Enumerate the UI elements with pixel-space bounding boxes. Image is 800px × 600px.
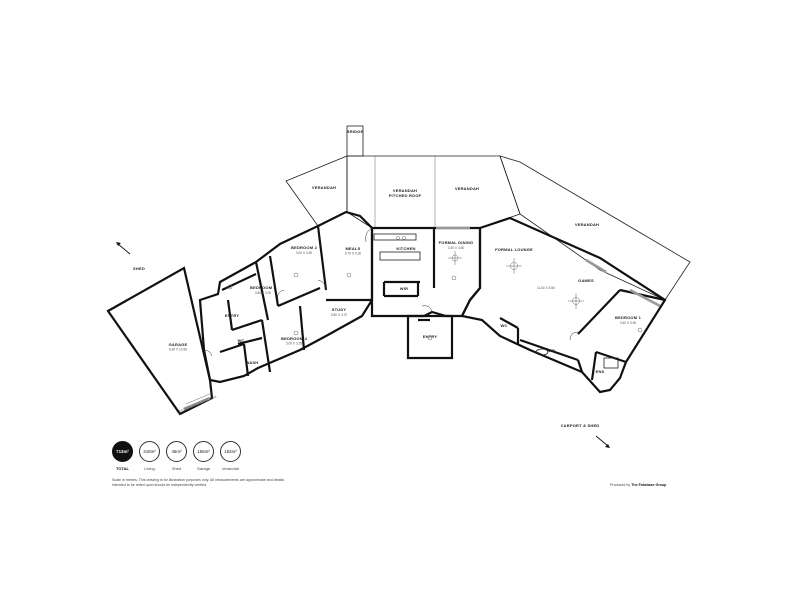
label-study: STUDY <box>332 307 347 312</box>
stat-verandah-value: 153m² <box>220 441 241 462</box>
dim-study: 3.80 X 3.70 <box>331 313 348 317</box>
label-bedroom-2: BEDROOM 2 <box>291 245 318 250</box>
dim-bedroom-2: 3.00 X 3.60 <box>296 251 313 255</box>
garage-walls <box>106 266 214 416</box>
dim-meals: 6.70 X 6.30 <box>345 252 362 256</box>
stat-living-label: Living <box>144 466 155 471</box>
stat-total: 713m² TOTAL <box>112 441 133 471</box>
dim-formal-lounge: 11.60 X 5.50 <box>537 286 555 290</box>
producer-name: The Fotobase Group <box>631 483 667 487</box>
label-bedroom-1: BEDROOM 1 <box>615 315 642 320</box>
label-shed: SHED <box>133 266 145 271</box>
stat-total-label: TOTAL <box>116 466 129 471</box>
west-wing-walls <box>198 210 374 384</box>
stat-verandah: 153m² Verandah <box>220 441 241 471</box>
label-verandah-middle: VERANDAH <box>455 186 479 191</box>
east-wing-walls <box>460 216 667 394</box>
stat-living: 318m² Living <box>139 441 160 471</box>
dim-bedroom-3: 3.80 X 3.00 <box>255 291 272 295</box>
dim-bedroom-1: 3.60 X 3.90 <box>620 321 637 325</box>
producer-prefix: Produced by <box>610 483 631 487</box>
label-wc-left: WC <box>237 338 244 343</box>
stat-garage: 156m² Garage <box>193 441 214 471</box>
kitchen-bench <box>373 233 417 241</box>
entry-walls <box>406 314 454 360</box>
arrow-icon-shed <box>116 242 131 255</box>
label-carport: CARPORT & SHED <box>561 423 600 428</box>
label-formal-lounge: FORMAL LOUNGE <box>495 247 533 252</box>
stat-shed-value: 46m² <box>166 441 187 462</box>
ceiling-fan-games <box>568 293 584 309</box>
disclaimer-text: Scale in metres. This drawing is for ill… <box>112 478 285 487</box>
ceiling-fan-lounge <box>506 258 522 274</box>
stat-shed-label: Shed <box>171 466 182 471</box>
label-wir-center: WIR <box>400 286 408 291</box>
label-access-door: ACCESS DOOR SHELVING <box>178 394 217 413</box>
dim-garage: 6.60 X 10.80 <box>169 348 187 352</box>
label-wc-right: WC <box>500 323 507 328</box>
dim-formal-dining: 3.30 X 4.50 <box>448 246 465 250</box>
stat-garage-label: Garage <box>196 466 211 471</box>
label-pitched-roof: PITCHED ROOF <box>389 193 422 198</box>
verandah-outline-east <box>499 155 691 301</box>
label-kitchen: KITCHEN <box>396 246 415 251</box>
label-verandah-east: VERANDAH <box>575 222 599 227</box>
stat-total-value: 713m² <box>112 441 133 462</box>
label-formal-dining: FORMAL DINING <box>439 240 474 245</box>
label-bedroom-3: BEDROOM 3 <box>250 285 277 290</box>
area-stats: 713m² TOTAL 318m² Living 46m² Shed 156m²… <box>112 441 241 471</box>
label-garage: GARAGE <box>169 342 188 347</box>
label-verandah-pitched: VERANDAH <box>393 188 417 193</box>
label-bridge: BRIDGE <box>347 129 364 134</box>
label-ens: ENS <box>596 369 605 374</box>
dim-bedroom-4: 3.00 X 3.20 <box>286 342 303 346</box>
producer-credit: Produced by The Fotobase Group <box>610 483 666 487</box>
stat-verandah-label: Verandah <box>221 466 240 471</box>
label-meals: MEALS <box>346 246 361 251</box>
label-bedroom-4: BEDROOM 4 <box>281 336 308 341</box>
label-wash: WASH <box>246 360 259 365</box>
arrow-icon-carport <box>595 435 610 448</box>
stat-living-value: 318m² <box>139 441 160 462</box>
label-games: GAMES <box>578 278 594 283</box>
label-wir-right: WIR <box>547 348 555 353</box>
label-entry: ENTRY <box>423 334 438 339</box>
label-verandah-west: VERANDAH <box>312 185 336 190</box>
stat-shed: 46m² Shed <box>166 441 187 471</box>
ceiling-fan-dining <box>448 251 462 265</box>
stat-garage-value: 156m² <box>193 441 214 462</box>
verandah-outline-middle <box>346 155 521 229</box>
kitchen-island <box>379 251 421 261</box>
label-entry-left: ENTRY <box>225 313 240 318</box>
